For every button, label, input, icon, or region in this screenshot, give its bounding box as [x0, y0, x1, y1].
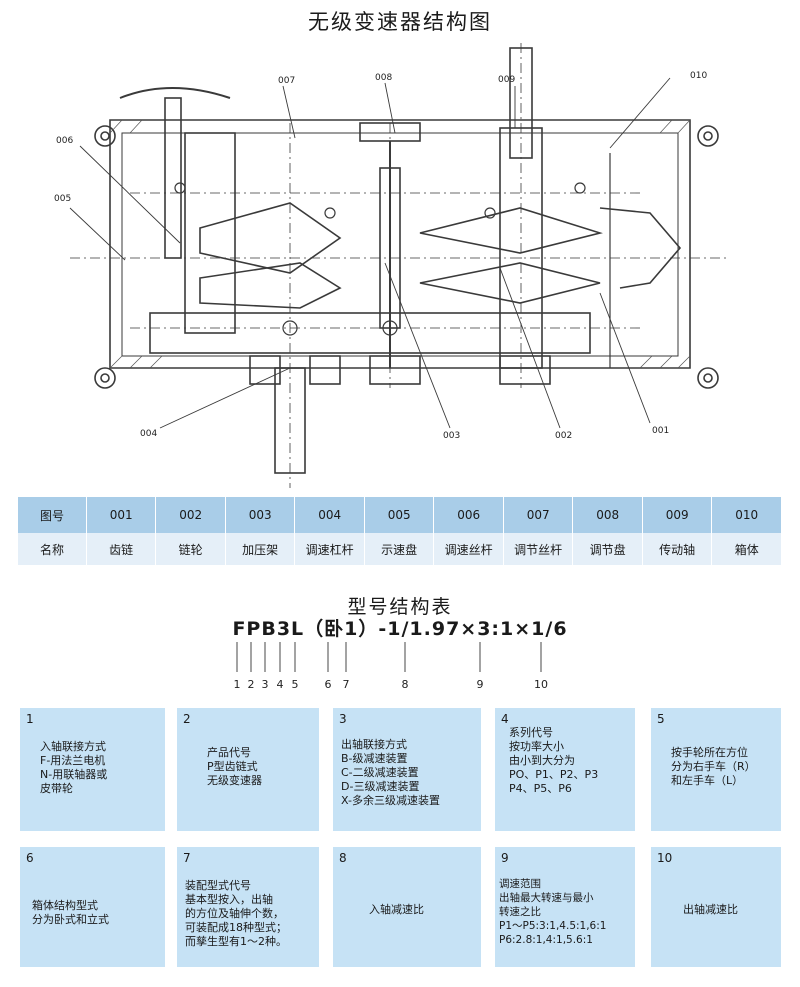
- legend-cell: 002: [155, 497, 226, 533]
- explain-box-9: 9 调速范围 出轴最大转速与最小 转速之比 P1～P5:3:1,4.5:1,6:…: [495, 847, 635, 967]
- legend-cell: 001: [86, 497, 157, 533]
- callout-007: 007: [278, 76, 295, 86]
- box-text: 系列代号 按功率大小 由小到大分为 PO、P1、P2、P3 P4、P5、P6: [509, 726, 599, 795]
- box-number: 9: [501, 851, 509, 865]
- box-text: 入轴减速比: [369, 903, 424, 916]
- explain-box-8: 8 入轴减速比: [333, 847, 481, 967]
- formula-index-number: 1: [234, 678, 241, 691]
- callout-005: 005: [54, 194, 71, 204]
- legend-row-number: 图号 001 002 003 004 005 006 007 008 009 0…: [18, 497, 782, 533]
- legend-cell: 008: [572, 497, 643, 533]
- legend-cell: 006: [433, 497, 504, 533]
- legend-cell: 链轮: [155, 533, 226, 565]
- mount-hole: [94, 367, 116, 389]
- box-text: 装配型式代号 基本型按入，出轴 的方位及轴伸个数， 可装配成18种型式； 而孳生…: [185, 879, 287, 948]
- legend-cell: 示速盘: [364, 533, 435, 565]
- formula-index-number: 5: [292, 678, 299, 691]
- cone-pulley-left: [199, 202, 342, 274]
- housing-outline: [109, 119, 691, 369]
- formula-index-number: 7: [343, 678, 350, 691]
- callout-009: 009: [498, 75, 515, 85]
- box-number: 2: [183, 712, 191, 726]
- legend-cell: 调速杠杆: [294, 533, 365, 565]
- legend-cell: 调节丝杆: [503, 533, 574, 565]
- hand-wheel: [119, 87, 231, 99]
- formula-index-number: 9: [477, 678, 484, 691]
- callout-008: 008: [375, 73, 392, 83]
- page-title: 无级变速器结构图: [308, 10, 492, 34]
- box-text: 箱体结构型式 分为卧式和立式: [32, 899, 109, 926]
- parts-legend-table: 图号 001 002 003 004 005 006 007 008 009 0…: [18, 497, 782, 565]
- legend-cell: 箱体: [711, 533, 782, 565]
- explain-box-4: 4 系列代号 按功率大小 由小到大分为 PO、P1、P2、P3 P4、P5、P6: [495, 708, 635, 831]
- gearbox-structure-drawing: 010 009 008 007 006 005 004 003 002 001: [54, 43, 730, 488]
- callout-003: 003: [443, 431, 460, 441]
- legend-cell: 齿链: [86, 533, 157, 565]
- box-text: 入轴联接方式 F-用法兰电机 N-用联轴器或 皮带轮: [40, 740, 108, 795]
- legend-cell: 003: [225, 497, 296, 533]
- legend-cell: 004: [294, 497, 365, 533]
- legend-cell: 传动轴: [642, 533, 713, 565]
- explain-box-10: 10 出轴减速比: [651, 847, 781, 967]
- legend-cell: 010: [711, 497, 782, 533]
- box-number: 1: [26, 712, 34, 726]
- model-formula: FPB3L（卧1）-1/1.97×3:1×1/6: [232, 618, 568, 640]
- explain-box-6: 6 箱体结构型式 分为卧式和立式: [20, 847, 165, 967]
- explain-box-7: 7 装配型式代号 基本型按入，出轴 的方位及轴伸个数， 可装配成18种型式； 而…: [177, 847, 319, 967]
- box-number: 8: [339, 851, 347, 865]
- box-number: 10: [657, 851, 673, 865]
- formula-index-number: 2: [248, 678, 255, 691]
- box-text: 调速范围 出轴最大转速与最小 转速之比 P1～P5:3:1,4.5:1,6:1 …: [499, 878, 607, 946]
- callout-004: 004: [140, 429, 157, 439]
- explain-box-5: 5 按手轮所在方位 分为右手车（R） 和左手车（L）: [651, 708, 781, 831]
- legend-cell: 调节盘: [572, 533, 643, 565]
- callout-006: 006: [56, 136, 73, 146]
- formula-index-lines: 1 2 3 4 5 6 7 8 9 10: [234, 642, 548, 691]
- box-number: 7: [183, 851, 191, 865]
- box-number: 3: [339, 712, 347, 726]
- callout-002: 002: [555, 431, 572, 441]
- mount-hole: [697, 125, 719, 147]
- cone-pulley-right: [419, 207, 603, 254]
- box-number: 6: [26, 851, 34, 865]
- legend-cell: 加压架: [225, 533, 296, 565]
- legend-cell: 009: [642, 497, 713, 533]
- mount-hole: [697, 367, 719, 389]
- box-text: 产品代号 P型齿链式 无级变速器: [207, 746, 262, 787]
- model-structure-title: 型号结构表: [347, 596, 453, 618]
- legend-cell: 005: [364, 497, 435, 533]
- box-text: 按手轮所在方位 分为右手车（R） 和左手车（L）: [671, 746, 756, 787]
- box-text: 出轴联接方式 B-级减速装置 C-二级减速装置 D-三级减速装置 X-多余三级减…: [341, 738, 440, 807]
- legend-cell: 图号: [18, 497, 87, 533]
- explain-box-2: 2 产品代号 P型齿链式 无级变速器: [177, 708, 319, 831]
- callout-001: 001: [652, 426, 669, 436]
- formula-index-number: 3: [262, 678, 269, 691]
- box-text: 出轴减速比: [683, 903, 738, 916]
- explain-box-3: 3 出轴联接方式 B-级减速装置 C-二级减速装置 D-三级减速装置 X-多余三…: [333, 708, 481, 831]
- formula-index-number: 8: [402, 678, 409, 691]
- formula-index-number: 6: [325, 678, 332, 691]
- callout-010: 010: [690, 71, 707, 81]
- legend-cell: 调速丝杆: [433, 533, 504, 565]
- box-number: 5: [657, 712, 665, 726]
- box-number: 4: [501, 712, 509, 726]
- legend-row-name: 名称 齿链 链轮 加压架 调速杠杆 示速盘 调速丝杆 调节丝杆 调节盘 传动轴 …: [18, 533, 782, 565]
- formula-index-number: 4: [277, 678, 284, 691]
- formula-index-number: 10: [534, 678, 548, 691]
- explain-box-1: 1 入轴联接方式 F-用法兰电机 N-用联轴器或 皮带轮: [20, 708, 165, 831]
- legend-cell: 名称: [18, 533, 87, 565]
- legend-cell: 007: [503, 497, 574, 533]
- mount-hole: [94, 125, 116, 147]
